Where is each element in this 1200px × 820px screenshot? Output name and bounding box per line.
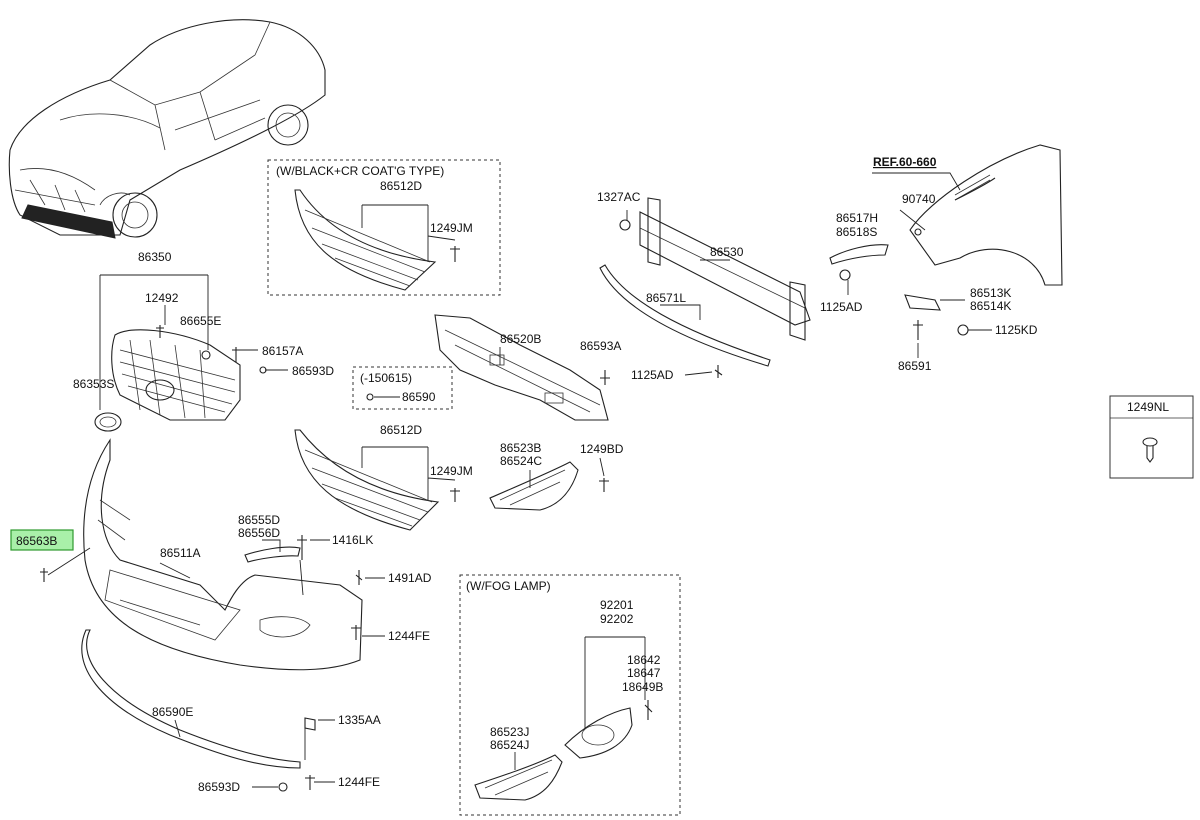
fender-bracket-lower xyxy=(904,294,941,311)
callout-1249JM-mid[interactable]: 1249JM xyxy=(430,464,473,478)
callout-92201[interactable]: 92201 xyxy=(600,598,634,612)
ref-label: REF.60-660 xyxy=(873,155,937,169)
callout-86555D[interactable]: 86555D xyxy=(238,513,280,527)
highlight-86563B xyxy=(10,529,74,551)
callout-86556D[interactable]: 86556D xyxy=(238,526,280,540)
callout-1244FE-bottom[interactable]: 1244FE xyxy=(338,775,380,789)
callout-1327AC[interactable]: 1327AC xyxy=(597,190,641,204)
callout-86593A[interactable]: 86593A xyxy=(580,339,621,353)
callout-86353S[interactable]: 86353S xyxy=(73,377,114,391)
option-box-date-label: (-150615) xyxy=(360,371,412,385)
legend-box xyxy=(1109,395,1194,479)
fog-lamp-bezel-lower xyxy=(474,754,563,801)
callout-86655E[interactable]: 86655E xyxy=(180,314,221,328)
callout-90740[interactable]: 90740 xyxy=(902,192,936,206)
callouts: 86350 12492 86655E 86353S 86157A 86593D … xyxy=(10,179,1038,794)
callout-1491AD[interactable]: 1491AD xyxy=(388,571,432,585)
callout-1335AA[interactable]: 1335AA xyxy=(338,713,381,727)
callout-86590[interactable]: 86590 xyxy=(402,390,436,404)
callout-86512D-mid[interactable]: 86512D xyxy=(380,423,422,437)
callout-86590E[interactable]: 86590E xyxy=(152,705,193,719)
bumper-beam xyxy=(619,197,811,341)
callout-86523J[interactable]: 86523J xyxy=(490,725,529,739)
callout-86524C[interactable]: 86524C xyxy=(500,454,542,468)
callout-86530[interactable]: 86530 xyxy=(710,245,744,259)
car-illustration xyxy=(8,19,326,239)
option-box-black-cr xyxy=(267,159,501,296)
option-box-fog-lamp xyxy=(459,574,681,816)
lower-grille-top xyxy=(294,189,460,291)
bumper-energy-absorber xyxy=(434,314,609,421)
callout-86512D-top[interactable]: 86512D xyxy=(380,179,422,193)
callout-12492[interactable]: 12492 xyxy=(145,291,179,305)
option-box-fog-lamp-label: (W/FOG LAMP) xyxy=(466,579,551,593)
callout-18642[interactable]: 18642 xyxy=(627,653,661,667)
fog-lamp-assembly xyxy=(564,700,653,759)
bumper-rail xyxy=(599,264,771,367)
front-fender xyxy=(909,144,1063,286)
callout-86514K[interactable]: 86514K xyxy=(970,299,1011,313)
callout-86157A[interactable]: 86157A xyxy=(262,344,303,358)
callout-1249JM-top[interactable]: 1249JM xyxy=(430,221,473,235)
option-box-date xyxy=(352,366,453,410)
callout-1249BD[interactable]: 1249BD xyxy=(580,442,624,456)
callout-86523B[interactable]: 86523B xyxy=(500,441,541,455)
screw-icon xyxy=(1142,437,1158,463)
callout-1244FE-top[interactable]: 1244FE xyxy=(388,629,430,643)
callout-1125AD-right[interactable]: 1125AD xyxy=(820,300,863,314)
radiator-grille xyxy=(94,325,267,432)
callout-86591[interactable]: 86591 xyxy=(898,359,932,373)
callout-86513K[interactable]: 86513K xyxy=(970,286,1011,300)
legend-part-label: 1249NL xyxy=(1127,400,1169,414)
fender-bracket-upper xyxy=(829,244,889,265)
front-bumper-cover xyxy=(83,438,363,671)
callout-86524J[interactable]: 86524J xyxy=(490,738,529,752)
option-box-black-cr-label: (W/BLACK+CR COAT'G TYPE) xyxy=(276,164,444,178)
callout-92202[interactable]: 92202 xyxy=(600,612,634,626)
callout-18647[interactable]: 18647 xyxy=(627,666,661,680)
callout-86350[interactable]: 86350 xyxy=(138,250,172,264)
fog-lamp-bezel-upper xyxy=(489,461,609,511)
callout-86563B[interactable]: 86563B xyxy=(16,534,57,548)
callout-1416LK[interactable]: 1416LK xyxy=(332,533,373,547)
callout-18649B[interactable]: 18649B xyxy=(622,680,663,694)
callout-1125KD[interactable]: 1125KD xyxy=(995,323,1038,337)
callout-86511A[interactable]: 86511A xyxy=(160,546,200,560)
bumper-lower-lip xyxy=(81,629,301,769)
callout-86518S[interactable]: 86518S xyxy=(836,225,877,239)
lower-grille-mid xyxy=(294,429,460,531)
callout-86571L[interactable]: 86571L xyxy=(646,291,686,305)
callout-86593D-bottom[interactable]: 86593D xyxy=(198,780,240,794)
callout-86520B[interactable]: 86520B xyxy=(500,332,541,346)
callout-86517H[interactable]: 86517H xyxy=(836,211,878,225)
callout-1125AD-mid[interactable]: 1125AD xyxy=(631,368,674,382)
callout-86593D-top[interactable]: 86593D xyxy=(292,364,334,378)
